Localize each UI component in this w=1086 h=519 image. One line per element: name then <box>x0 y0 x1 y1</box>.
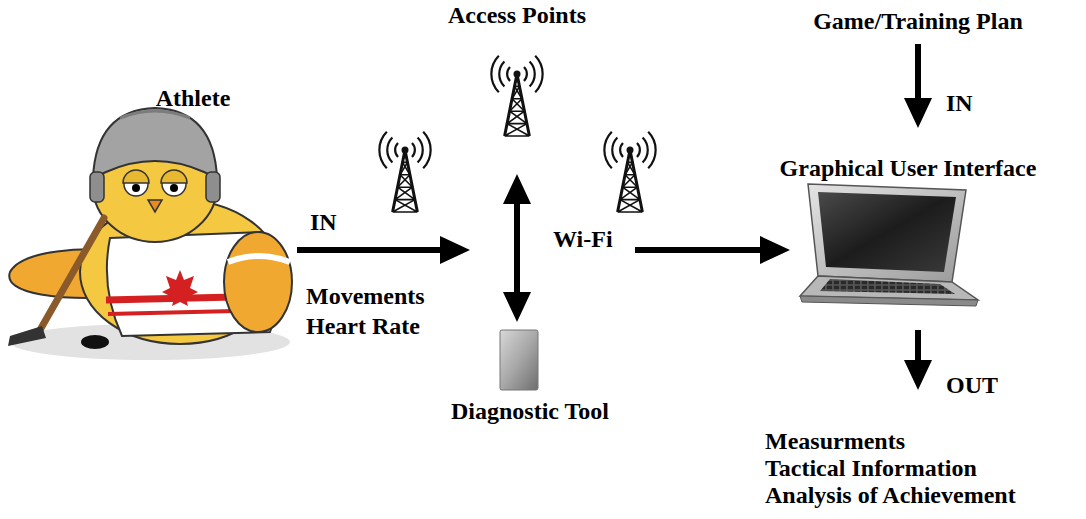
athlete-figure-part <box>40 218 104 330</box>
laptop-computer-part <box>818 192 956 272</box>
laptop-computer-part <box>808 184 966 282</box>
tower-icon-part <box>418 137 423 162</box>
laptop-computer-part <box>800 296 978 306</box>
node-text: Game/Training Plan <box>813 8 1023 35</box>
athlete-figure-part <box>206 172 220 202</box>
flow-arrow <box>915 44 921 110</box>
tower-icon-part <box>510 99 525 111</box>
tower-icon-part <box>648 132 655 168</box>
diagnostic-device <box>500 330 538 390</box>
tower-icon-part <box>393 150 418 212</box>
athlete-figure-part <box>123 170 149 183</box>
edge-label: OUT <box>946 372 998 399</box>
athlete-figure-part <box>170 184 178 192</box>
athlete-figure-part <box>228 256 290 262</box>
laptop-computer-part <box>820 279 955 294</box>
node-text: Diagnostic Tool <box>451 398 609 425</box>
athlete-figure-part <box>224 232 292 332</box>
gui-node: Graphical User Interface <box>748 155 1068 312</box>
tower-icon-part <box>398 175 413 187</box>
signal-label: Movements <box>306 283 425 310</box>
node-text: Athlete <box>156 85 231 112</box>
tower-icon-part <box>612 137 617 162</box>
access-point-node: Access Points <box>417 2 617 170</box>
access-point-towers <box>379 56 655 212</box>
tower-icon-part <box>618 200 643 212</box>
tower-icon-part <box>524 67 527 81</box>
tower-icon-part <box>402 147 409 154</box>
tower-icon-part <box>393 200 418 212</box>
athlete-node: Athlete <box>93 85 293 355</box>
athlete-figure-part <box>93 108 217 178</box>
diagnostic-tool-node: Diagnostic Tool <box>425 325 635 425</box>
tower-icon-part <box>620 143 623 157</box>
tower-icon-part <box>400 162 410 174</box>
flow-arrow <box>514 192 520 304</box>
athlete-figure-part <box>148 200 162 212</box>
tower-icon-part <box>491 56 498 92</box>
athlete-figure-part <box>8 326 46 346</box>
tower-icon-part <box>620 187 640 199</box>
tower-icon <box>491 56 542 136</box>
tower-icon-part <box>618 150 643 212</box>
tower-icon-part <box>395 187 415 199</box>
tower-icon-part <box>505 74 530 136</box>
node-text: Access Points <box>448 2 586 29</box>
tower-icon-part <box>535 56 542 92</box>
tower-icon-part <box>395 143 398 157</box>
laptop-computer <box>800 184 978 306</box>
edge-label: Wi-Fi <box>553 226 613 253</box>
tower-icon-part <box>412 143 415 157</box>
athlete-figure-part <box>81 335 109 349</box>
tower-icon-part <box>507 111 527 123</box>
tower-icon-part <box>623 175 638 187</box>
edge-label: IN <box>310 209 337 236</box>
tower-icon-part <box>637 143 640 157</box>
output-node: MeasurmentsTactical InformationAnalysis … <box>765 428 1065 514</box>
tower-icon-part <box>625 162 635 174</box>
tower-icon <box>604 132 655 212</box>
tower-icon-part <box>512 86 522 98</box>
athlete-figure-part <box>120 111 190 118</box>
tower-icon-part <box>514 71 521 78</box>
plan-node: Game/Training Plan <box>803 8 1033 40</box>
tower-icon-part <box>643 137 648 162</box>
tower-icon-part <box>499 61 504 86</box>
tower-icon-part <box>627 147 634 154</box>
node-text: Analysis of Achievement <box>765 482 1016 509</box>
athlete-figure-part <box>162 270 198 306</box>
flow-arrow <box>915 330 921 372</box>
node-text: Measurments <box>765 428 905 455</box>
edge-label: IN <box>946 90 973 117</box>
signal-label: Heart Rate <box>306 313 420 340</box>
tower-icon-part <box>604 132 611 168</box>
tower-icon <box>379 132 430 212</box>
tower-icon-part <box>387 137 392 162</box>
athlete-figure <box>8 108 292 360</box>
flow-arrow <box>635 247 772 253</box>
athlete-figure-part <box>132 184 140 192</box>
tower-icon-part <box>530 61 535 86</box>
flow-arrow <box>297 247 452 253</box>
tower-icon-part <box>423 132 430 168</box>
node-text: Tactical Information <box>765 455 977 482</box>
diagnostic-device-part <box>500 330 538 390</box>
tower-icon-part <box>505 124 530 136</box>
tower-icon-part <box>379 132 386 168</box>
athlete-figure-part <box>161 170 187 183</box>
athlete-figure-part <box>90 172 104 202</box>
node-text: Graphical User Interface <box>780 155 1037 182</box>
tower-icon-part <box>507 67 510 81</box>
